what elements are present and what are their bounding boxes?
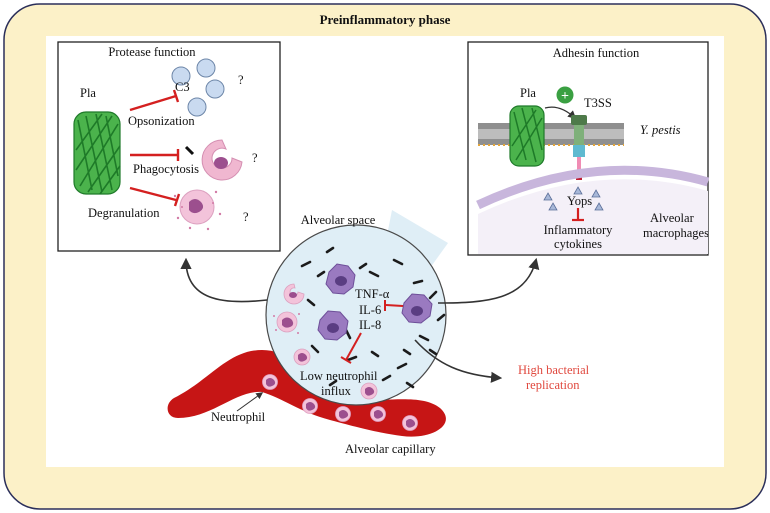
low-neutrophil-label-line1: Low neutrophil bbox=[300, 369, 378, 383]
c3-molecule-icon bbox=[196, 58, 216, 78]
neutrophil-icon bbox=[335, 406, 351, 422]
neutrophil-icon bbox=[302, 398, 318, 414]
alveolar-macrophage-icon bbox=[325, 263, 356, 295]
adhesin-panel: Adhesin function Y. pestis Pla + T3SS bbox=[467, 41, 710, 256]
degranulating-neutrophil-icon bbox=[273, 311, 300, 334]
arrow-to-protease-panel bbox=[180, 257, 268, 303]
phagocytosis-question: ? bbox=[252, 151, 258, 165]
low-neutrophil-label-line2: influx bbox=[321, 384, 352, 398]
alveolus bbox=[265, 224, 447, 406]
yops-label: Yops bbox=[567, 194, 592, 208]
plus-icon bbox=[556, 86, 574, 104]
high-replication-label-line2: replication bbox=[526, 378, 580, 392]
neutrophil-icon bbox=[262, 374, 278, 390]
opsonization-inhibit-bar bbox=[172, 89, 180, 103]
host-cell-cytoplasm bbox=[478, 179, 708, 254]
neutrophil-icon bbox=[293, 348, 311, 366]
pla-barrel-icon bbox=[73, 111, 121, 195]
neutrophil-pointer bbox=[236, 392, 264, 412]
degranulation-label: Degranulation bbox=[88, 206, 160, 220]
yop-effector-icon bbox=[591, 189, 601, 198]
degranulation-inhibit-bar bbox=[173, 193, 181, 207]
yop-effector-icon bbox=[573, 186, 583, 195]
neutrophil-label: Neutrophil bbox=[211, 410, 266, 424]
adhesin-pla-label: Pla bbox=[520, 86, 536, 100]
cytokines-label-line2: cytokines bbox=[554, 237, 602, 251]
species-label: Y. pestis bbox=[640, 123, 681, 137]
protease-panel-title: Protease function bbox=[108, 45, 196, 59]
degranulating-neutrophil-icon bbox=[173, 189, 222, 231]
cytokines-label-line1: Inflammatory bbox=[544, 223, 613, 237]
macrophage-label-line1: Alveolar bbox=[650, 211, 695, 225]
t3ss-label: T3SS bbox=[584, 96, 612, 110]
cytokine-il6-label: IL-6 bbox=[359, 303, 381, 317]
bacteria-cluster bbox=[300, 246, 446, 389]
neutrophil-icon bbox=[370, 406, 386, 422]
opsonization-inhibit-line bbox=[129, 94, 177, 112]
plus-symbol: + bbox=[561, 89, 569, 104]
capillary-label: Alveolar capillary bbox=[345, 442, 436, 456]
macrophage-label-line2: macrophages bbox=[643, 226, 709, 240]
alveolar-macrophage-icon bbox=[401, 293, 433, 324]
neutrophil-icon bbox=[402, 415, 418, 431]
frame-title: Preinflammatory phase bbox=[320, 12, 451, 27]
yop-effector-icon bbox=[543, 192, 553, 201]
cytokine-il8-label: IL-8 bbox=[359, 318, 381, 332]
arrow-to-adhesin-panel bbox=[437, 257, 540, 304]
phagocyte-icon bbox=[201, 139, 243, 181]
phagocytosis-label: Phagocytosis bbox=[133, 162, 199, 176]
host-cell-membrane bbox=[476, 165, 710, 210]
arrow-to-replication bbox=[414, 339, 503, 383]
influx-inhibit-line bbox=[345, 332, 362, 361]
influx-inhibit-bar bbox=[340, 356, 352, 364]
degranulation-question: ? bbox=[243, 210, 249, 224]
bacterial-membrane bbox=[478, 123, 624, 146]
c3-label: C3 bbox=[175, 80, 190, 94]
yop-effector-icon bbox=[548, 202, 558, 211]
yop-effector-icon bbox=[594, 202, 604, 211]
degranulation-inhibit-line bbox=[129, 186, 177, 202]
opsonization-label: Opsonization bbox=[128, 114, 195, 128]
cytokine-tnf-label: TNF-α bbox=[355, 287, 390, 301]
protease-panel: Protease function Pla C3 ? Opsonization … bbox=[57, 41, 281, 252]
alveolar-macrophage-icon bbox=[317, 310, 349, 341]
opsonization-question: ? bbox=[238, 73, 244, 87]
neutrophil-icon bbox=[360, 382, 378, 400]
c3-molecule-icon bbox=[205, 79, 225, 99]
protease-pla-label: Pla bbox=[80, 86, 96, 100]
alveolar-space-label: Alveolar space bbox=[301, 213, 376, 227]
neutrophil-icon bbox=[283, 283, 305, 305]
c3-molecule-icon bbox=[187, 97, 207, 117]
adhesin-panel-title: Adhesin function bbox=[553, 46, 640, 60]
c3-molecule-icon bbox=[171, 66, 191, 86]
bacterium-rod-icon bbox=[184, 145, 195, 156]
high-replication-label-line1: High bacterial bbox=[518, 363, 590, 377]
pla-barrel-icon bbox=[509, 105, 545, 167]
cytokine-inhibit-line bbox=[385, 304, 404, 307]
